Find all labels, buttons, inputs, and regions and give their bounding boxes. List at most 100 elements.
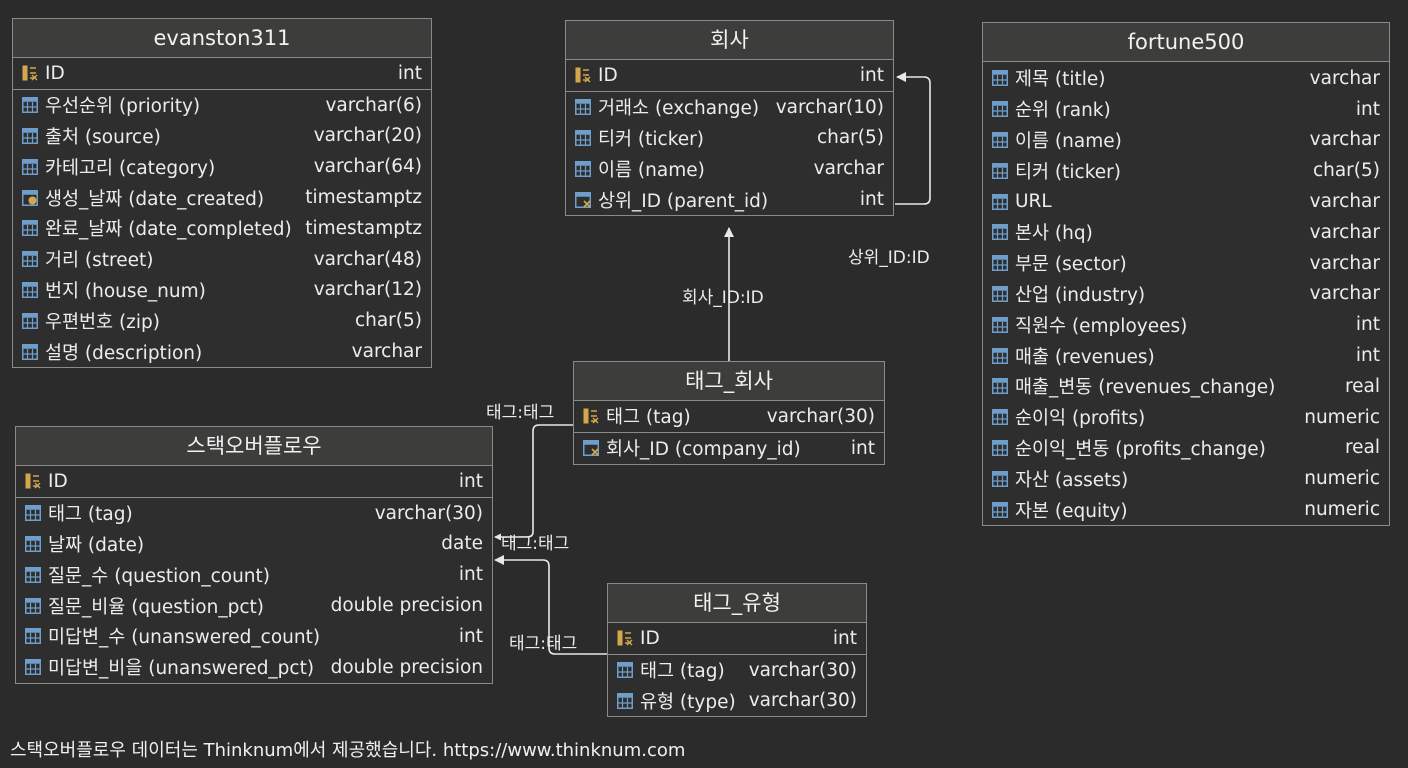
column-row[interactable]: 태그 (tag)varchar(30) xyxy=(16,498,492,529)
column-row[interactable]: 태그 (tag)varchar(30) xyxy=(608,655,866,686)
column-icon xyxy=(22,220,38,237)
column-name: 부문 (sector) xyxy=(1015,254,1127,276)
column-row[interactable]: 우편번호 (zip)char(5) xyxy=(13,305,431,336)
column-row[interactable]: 자산 (assets)numeric xyxy=(983,463,1389,494)
column-row[interactable]: 거래소 (exchange)varchar(10) xyxy=(566,92,893,123)
column-icon xyxy=(617,692,633,709)
column-name: 본사 (hq) xyxy=(1015,223,1093,245)
column-icon xyxy=(992,255,1008,272)
column-row[interactable]: 상위_ID (parent_id)int xyxy=(566,184,893,215)
column-row[interactable]: 생성_날짜 (date_created)timestamptz xyxy=(13,182,431,213)
primary-key-icon xyxy=(617,630,633,646)
column-icon xyxy=(575,129,591,146)
column-row[interactable]: 유형 (type)varchar(30) xyxy=(608,686,866,717)
relation-label-tag-bottom: 태그:태그 xyxy=(509,634,578,654)
column-row[interactable]: 출처 (source)varchar(20) xyxy=(13,121,431,152)
column-type: varchar xyxy=(1309,221,1380,243)
column-icon xyxy=(992,101,1008,118)
column-row[interactable]: 매출_변동 (revenues_change)real xyxy=(983,371,1389,402)
column-type: varchar xyxy=(813,158,884,180)
column-name: 이름 (name) xyxy=(1015,130,1122,152)
column-row[interactable]: 매출 (revenues)int xyxy=(983,340,1389,371)
column-row[interactable]: 이름 (name) varchar xyxy=(983,125,1389,156)
column-row[interactable]: 미답변_비을 (unanswered_pct)double precision xyxy=(16,652,492,683)
column-icon xyxy=(992,470,1008,487)
column-type: varchar xyxy=(351,341,422,363)
column-row[interactable]: 번지 (house_num)varchar(12) xyxy=(13,275,431,306)
column-row[interactable]: 완료_날짜 (date_completed)timestamptz xyxy=(13,213,431,244)
column-icon xyxy=(22,97,38,114)
column-row[interactable]: 순이익 (profits) numeric xyxy=(983,402,1389,433)
primary-key-icon xyxy=(25,473,41,489)
column-name: 거래소 (exchange) xyxy=(598,98,760,120)
column-type: numeric xyxy=(1304,499,1380,521)
column-name: ID xyxy=(48,470,68,492)
column-row[interactable]: 순이익_변동 (profits_change)real xyxy=(983,433,1389,464)
entity-title: 회사 xyxy=(566,21,893,60)
column-row[interactable]: URL varchar xyxy=(983,186,1389,217)
column-name: 순위 (rank) xyxy=(1015,100,1111,122)
column-row[interactable]: 부문 (sector)varchar xyxy=(983,248,1389,279)
column-name: 상위_ID (parent_id) xyxy=(598,190,769,212)
column-name: 미답변_비을 (unanswered_pct) xyxy=(48,658,315,680)
column-icon xyxy=(992,285,1008,302)
column-row[interactable]: 제목 (title)varchar xyxy=(983,63,1389,94)
column-row[interactable]: 카테고리 (category)varchar(64) xyxy=(13,151,431,182)
column-name: 태그 (tag) xyxy=(606,407,691,429)
column-name: 출처 (source) xyxy=(45,126,161,148)
column-row[interactable]: 우선순위 (priority)varchar(6) xyxy=(13,90,431,121)
column-row[interactable]: 본사 (hq) varchar xyxy=(983,217,1389,248)
column-name: 자본 (equity) xyxy=(1015,500,1128,522)
column-row[interactable]: 순위 (rank) int xyxy=(983,94,1389,125)
column-row[interactable]: 태그 (tag)varchar(30) xyxy=(574,401,884,432)
column-row[interactable]: 설명 (description) varchar xyxy=(13,336,431,367)
column-row[interactable]: 질문_수 (question_count)int xyxy=(16,559,492,590)
entity-title: 스택오버플로우 xyxy=(16,427,492,466)
column-name: 순이익 (profits) xyxy=(1015,408,1146,430)
column-icon xyxy=(617,662,633,679)
column-row[interactable]: 직원수 (employees)int xyxy=(983,309,1389,340)
column-name: URL xyxy=(1015,191,1052,213)
column-row[interactable]: 자본 (equity) numeric xyxy=(983,494,1389,525)
column-type: int xyxy=(1355,98,1380,120)
column-row[interactable]: 질문_비율 (question_pct)double precision xyxy=(16,590,492,621)
column-type: varchar xyxy=(1309,191,1380,213)
column-icon xyxy=(25,597,41,614)
column-row[interactable]: 산업 (industry)varchar xyxy=(983,279,1389,310)
date-column-icon xyxy=(22,189,38,206)
column-row[interactable]: 거리 (street)varchar(48) xyxy=(13,244,431,275)
column-row[interactable]: 날짜 (date)date xyxy=(16,529,492,560)
column-name: 설명 (description) xyxy=(45,342,203,364)
column-type: char(5) xyxy=(816,127,884,149)
column-row[interactable]: 회사_ID (company_id)int xyxy=(574,433,884,464)
column-type: int xyxy=(1355,314,1380,336)
column-name: 우선순위 (priority) xyxy=(45,96,201,118)
column-row[interactable]: 이름 (name)varchar xyxy=(566,153,893,184)
column-row[interactable]: 티커 (ticker)char(5) xyxy=(983,155,1389,186)
entity-title: evanston311 xyxy=(13,19,431,58)
relation-label-parent-id: 상위_ID:ID xyxy=(848,248,930,268)
column-name: 우편번호 (zip) xyxy=(45,311,160,333)
column-icon xyxy=(22,281,38,298)
column-type: numeric xyxy=(1304,406,1380,428)
column-type: varchar xyxy=(1309,67,1380,89)
column-type: varchar xyxy=(1309,129,1380,151)
entity-tag-company[interactable]: 태그_회사 태그 (tag)varchar(30) 회사_ID (company… xyxy=(573,361,885,465)
column-row[interactable]: 티커 (ticker)char(5) xyxy=(566,123,893,154)
column-name: 태그 (tag) xyxy=(640,661,725,683)
entity-title: 태그_회사 xyxy=(574,362,884,401)
column-row[interactable]: 미답변_수 (unanswered_count)int xyxy=(16,621,492,652)
column-type: int xyxy=(1355,345,1380,367)
